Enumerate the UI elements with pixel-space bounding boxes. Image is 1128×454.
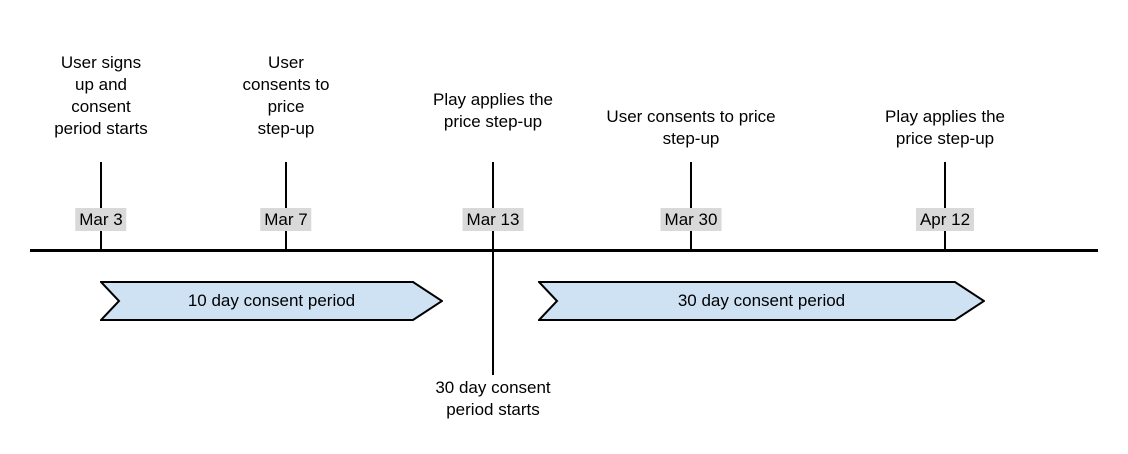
- event-tick-mar-13: [492, 162, 494, 375]
- event-tick-mar-7: [285, 162, 287, 251]
- period-label-10-day: 10 day consent period: [187, 291, 356, 310]
- period-label-30-day: 30 day consent period: [677, 291, 846, 310]
- below-axis-label-30-day-start: 30 day consent period starts: [435, 378, 551, 419]
- date-badge-mar-30: Mar 30: [660, 208, 722, 231]
- chevron-banner-shape: [100, 281, 443, 321]
- period-banner-10-day: 10 day consent period: [100, 281, 443, 321]
- event-label-consent-2: User consents to price step-up: [606, 107, 776, 148]
- date-badge-mar-3: Mar 3: [75, 208, 127, 231]
- event-tick-mar-30: [690, 162, 692, 251]
- period-banner-30-day: 30 day consent period: [538, 281, 985, 321]
- date-badge-mar-7: Mar 7: [260, 208, 312, 231]
- date-badge-apr-12: Apr 12: [915, 208, 975, 231]
- timeline-axis: [30, 249, 1098, 252]
- event-label-consent-1: User consents to price step-up: [242, 53, 330, 138]
- event-tick-apr-12: [944, 162, 946, 251]
- event-tick-mar-3: [100, 162, 102, 251]
- event-label-signup: User signs up and consent period starts: [54, 53, 148, 138]
- date-badge-mar-13: Mar 13: [462, 208, 524, 231]
- event-label-apply-1: Play applies the price step-up: [432, 90, 554, 131]
- chevron-banner-shape: [538, 281, 985, 321]
- event-label-apply-2: Play applies the price step-up: [884, 107, 1006, 148]
